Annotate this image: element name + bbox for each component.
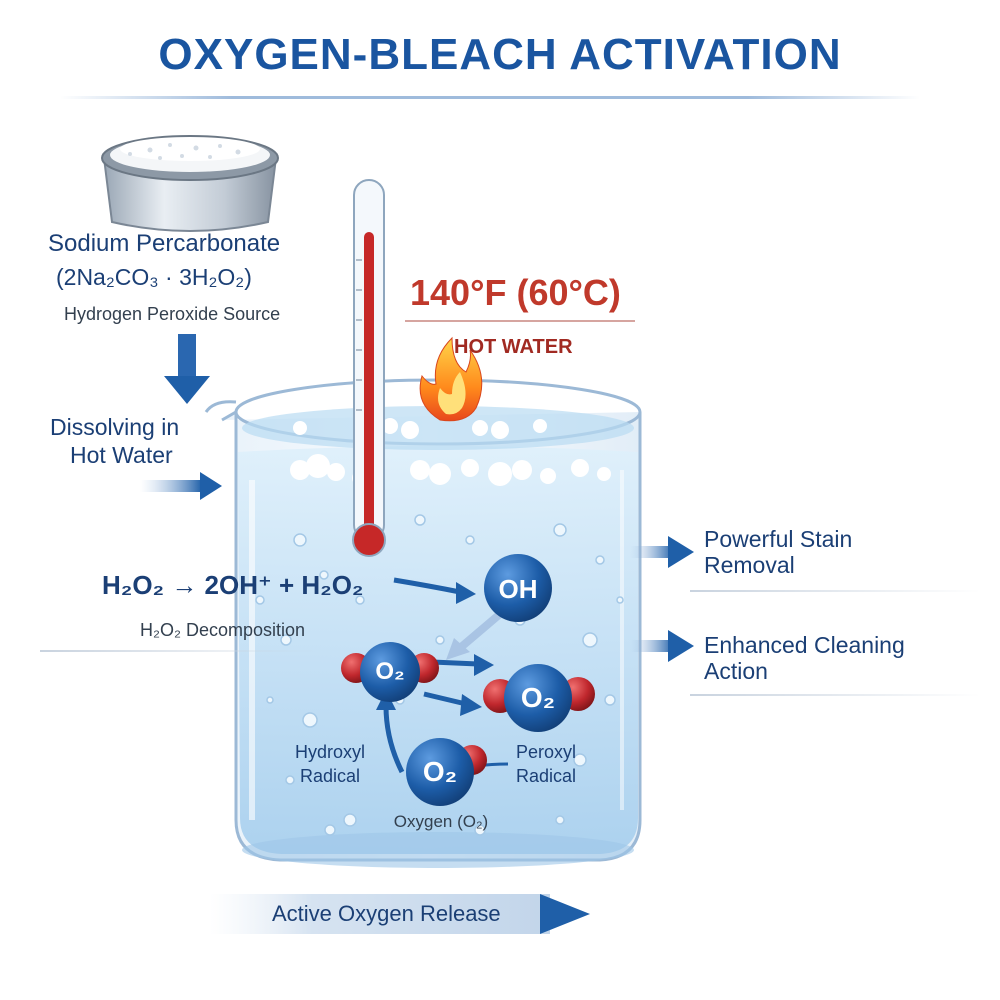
thermometer-icon [352, 179, 386, 557]
source-name: Sodium Percarbonate [48, 230, 281, 257]
diagram-title: OXYGEN-BLEACH ACTIVATION [158, 30, 842, 79]
outcome-divider-1 [690, 590, 980, 592]
dissolving-arrow-icon [140, 472, 222, 500]
o2-right-label: O₂ [520, 682, 556, 713]
arrow-o2-down-icon [423, 691, 482, 716]
temperature-value: 140°F (60°C) [410, 272, 621, 313]
oxygen-label: Oxygen (O₂) [393, 812, 489, 831]
dissolving-label-line2: Hot Water [70, 442, 173, 468]
foam-icon [290, 418, 611, 486]
reaction-equation: H₂O₂ → 2OH⁺ + H₂O₂ [102, 570, 364, 600]
stain-removal-arrow-icon [630, 536, 694, 568]
outcome-divider-2 [690, 694, 980, 696]
o2-molecule-left-icon [341, 642, 439, 702]
reaction-caption: H₂O₂ Decomposition [140, 620, 306, 640]
powder-canister-icon [101, 135, 279, 232]
beaker-icon [204, 378, 642, 868]
hydroxyl-label-line1: Hydroxyl [294, 742, 365, 762]
arrow-to-oh-icon [393, 577, 476, 604]
outcome-1-line2: Removal [704, 552, 795, 578]
bubbles-icon [255, 514, 624, 836]
reaction-divider [40, 650, 320, 652]
o2-molecule-bottom-icon [406, 738, 487, 806]
title-underline [60, 96, 920, 99]
outcome-1-line1: Powerful Stain [704, 526, 853, 552]
release-arrow-icon [210, 894, 590, 934]
o2-molecule-right-icon [483, 664, 595, 732]
peroxyl-label-line1: Peroxyl [515, 742, 577, 762]
o2-left-label: O₂ [375, 658, 405, 685]
dissolving-label-line1: Dissolving in [50, 414, 180, 440]
hydroxyl-label-line2: Radical [299, 766, 361, 786]
oh-molecule-label: OH [498, 574, 538, 604]
release-label: Active Oxygen Release [272, 901, 501, 926]
o2-bottom-label: O₂ [422, 756, 458, 787]
arrow-o2-right-icon [431, 654, 494, 676]
temperature-underline [405, 320, 635, 322]
arrow-oh-to-o2-icon [446, 610, 503, 660]
outcome-2-line1: Enhanced Cleaning [704, 632, 905, 658]
temperature-label: HOT WATER [454, 336, 573, 358]
flame-icon [419, 336, 483, 422]
outcome-2-line2: Action [704, 658, 768, 684]
peroxyl-label-line2: Radical [515, 766, 577, 786]
cleaning-action-arrow-icon [630, 630, 694, 662]
source-subtitle: Hydrogen Peroxide Source [64, 304, 281, 324]
source-formula: (2Na₂CO₃ · 3H₂O₂) [56, 264, 252, 290]
oh-molecule-icon [484, 554, 552, 622]
down-arrow-icon [164, 334, 210, 404]
